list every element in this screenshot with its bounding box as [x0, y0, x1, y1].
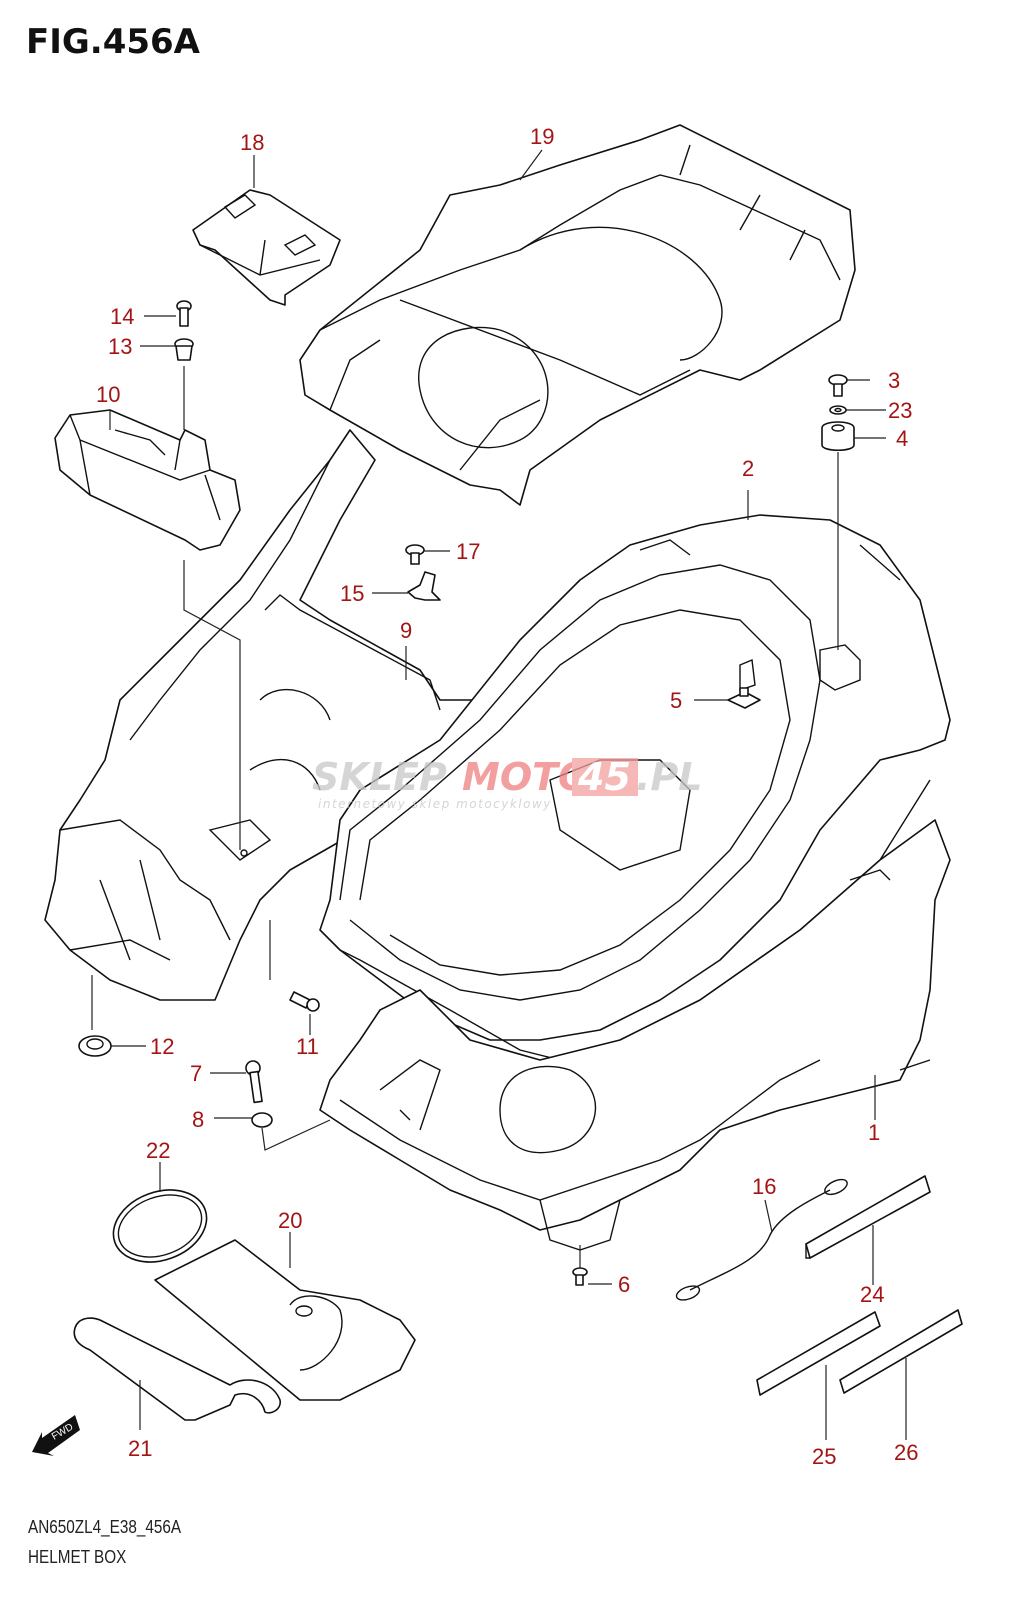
figure-footer: AN650ZL4_E38_456A HELMET BOX [28, 1512, 181, 1572]
part-3-screw[interactable] [828, 374, 848, 397]
callout-25[interactable]: 25 [812, 1444, 836, 1469]
part-8-washer[interactable] [251, 1112, 273, 1128]
part-13-clip[interactable] [174, 338, 194, 361]
part-21-spanner[interactable] [73, 1317, 281, 1421]
callout-20[interactable]: 20 [278, 1208, 302, 1233]
callout-22[interactable]: 22 [146, 1138, 170, 1163]
part-19-lid-liner[interactable] [299, 124, 856, 506]
part-26-pad[interactable] [839, 1309, 963, 1394]
callout-24[interactable]: 24 [860, 1282, 884, 1307]
callout-19[interactable]: 19 [530, 124, 554, 149]
callout-16[interactable]: 16 [752, 1174, 776, 1199]
part-7-bolt[interactable] [245, 1060, 263, 1104]
callout-3[interactable]: 3 [888, 368, 900, 393]
figure-name: HELMET BOX [28, 1547, 127, 1567]
watermark-tagline: internetowy sklep motocyklowy [318, 797, 552, 811]
part-5-nut[interactable] [727, 687, 761, 709]
leader-lines [91, 149, 907, 1440]
part-10-bracket[interactable] [54, 409, 241, 551]
watermark: SKLEP MOTO 45 .PL internetowy sklep moto… [312, 755, 703, 811]
figure-title: FIG.456A [26, 22, 200, 62]
part-18-cover-plate[interactable] [192, 189, 341, 306]
callout-9[interactable]: 9 [400, 618, 412, 643]
callout-17[interactable]: 17 [456, 539, 480, 564]
callout-labels: 18 19 14 13 10 3 23 4 2 17 15 9 5 11 12 … [96, 124, 918, 1469]
fwd-indicator: FWD [32, 1415, 80, 1456]
watermark-pl: .PL [636, 755, 703, 799]
figure-code: AN650ZL4_E38_456A [28, 1517, 182, 1537]
callout-11[interactable]: 11 [296, 1034, 319, 1059]
callout-4[interactable]: 4 [896, 426, 908, 451]
callout-2[interactable]: 2 [742, 456, 754, 481]
part-14-pin[interactable] [176, 300, 192, 327]
part-11-bolt[interactable] [289, 991, 320, 1012]
callout-18[interactable]: 18 [240, 130, 264, 155]
part-6-screw[interactable] [572, 1267, 588, 1286]
part-15-clamp[interactable] [407, 571, 441, 601]
callout-15[interactable]: 15 [340, 581, 364, 606]
callout-5[interactable]: 5 [670, 688, 682, 713]
callout-26[interactable]: 26 [894, 1440, 918, 1465]
callout-14[interactable]: 14 [110, 304, 134, 329]
watermark-sklep: SKLEP [312, 755, 447, 799]
part-16-helmet-cable[interactable] [675, 1176, 850, 1302]
callout-6[interactable]: 6 [618, 1272, 630, 1297]
part-23-washer[interactable] [829, 405, 847, 415]
part-4-cushion[interactable] [821, 421, 855, 452]
part-25-pad[interactable] [756, 1311, 881, 1396]
watermark-badge [572, 758, 638, 796]
watermark-45: 45 [577, 755, 631, 799]
part-24-pad[interactable] [805, 1175, 931, 1259]
callout-7[interactable]: 7 [190, 1061, 202, 1086]
callout-1[interactable]: 1 [868, 1120, 880, 1145]
part-22-ring[interactable] [103, 1178, 216, 1275]
callout-12[interactable]: 12 [150, 1034, 174, 1059]
callout-21[interactable]: 21 [128, 1436, 152, 1461]
part-12-grommet[interactable] [78, 1035, 112, 1057]
callout-13[interactable]: 13 [108, 334, 132, 359]
callout-10[interactable]: 10 [96, 382, 120, 407]
callout-8[interactable]: 8 [192, 1107, 204, 1132]
part-20-tool-bag[interactable] [154, 1239, 416, 1401]
part-17-screw[interactable] [405, 544, 425, 565]
callout-23[interactable]: 23 [888, 398, 912, 423]
watermark-moto: MOTO [462, 755, 590, 799]
arrow-down-left-icon [32, 1415, 80, 1456]
